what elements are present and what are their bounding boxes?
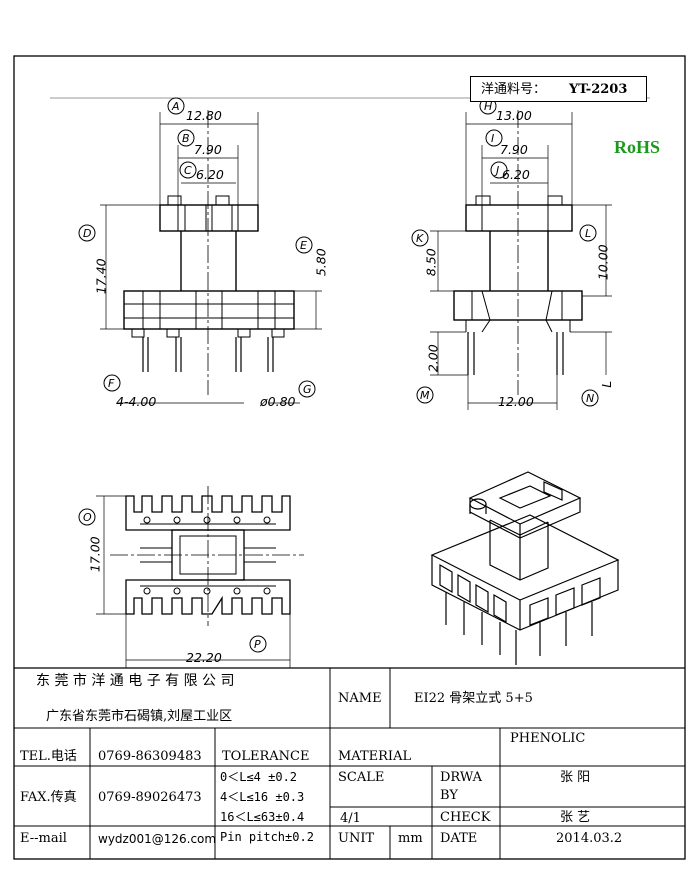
dim-b: 7.90 xyxy=(194,142,222,157)
email-value: wydz001@126.com xyxy=(98,832,217,846)
dim-i: 7.90 xyxy=(500,142,528,157)
part-number-label: 洋通料号： xyxy=(481,82,547,97)
dim-h: 13.00 xyxy=(496,108,532,123)
label-n: N xyxy=(586,392,595,405)
label-g: G xyxy=(303,383,312,396)
dim-c: 6.20 xyxy=(196,167,224,182)
label-e: E xyxy=(300,239,307,252)
tolerance-1: 0＜L≤4 ±0.2 xyxy=(220,770,298,784)
email-label: E--mail xyxy=(20,831,67,846)
check-label: CHECK xyxy=(440,810,491,825)
label-o: O xyxy=(83,511,92,524)
unit-value: mm xyxy=(398,831,423,846)
dim-f: 4-4.00 xyxy=(116,394,157,409)
tolerance-4: Pin pitch±0.2 xyxy=(220,830,314,844)
label-m: M xyxy=(420,389,430,402)
part-number-value: YT-2203 xyxy=(569,82,628,97)
label-b: B xyxy=(182,132,190,145)
bottom-view xyxy=(78,486,304,668)
scale-value: 4/1 xyxy=(340,811,361,826)
tolerance-2: 4＜L≤16 ±0.3 xyxy=(220,790,305,804)
tolerance-3: 16＜L≤63±0.4 xyxy=(220,810,305,824)
rohs-mark: RoHS xyxy=(614,137,661,157)
label-k: K xyxy=(416,232,424,245)
unit-label: UNIT xyxy=(338,831,375,846)
material-value: PHENOLIC xyxy=(510,731,586,746)
company-name: 东 莞 市 洋 通 电 子 有 限 公 司 xyxy=(36,673,235,689)
label-j: J xyxy=(496,164,500,177)
dim-p: 22.20 xyxy=(186,650,222,665)
dim-d: 17.40 xyxy=(93,258,109,295)
date-label: DATE xyxy=(440,831,478,846)
label-l: L xyxy=(585,227,592,240)
tel-value: 0769-86309483 xyxy=(98,749,202,764)
material-label: MATERIAL xyxy=(338,749,412,764)
tolerance-label: TOLERANCE xyxy=(222,749,310,764)
fax-label: FAX.传真 xyxy=(20,790,77,805)
name-value: EI22 骨架立式 5+5 xyxy=(414,691,533,706)
check-value: 张 艺 xyxy=(560,810,591,825)
dim-o: 17.00 xyxy=(87,536,103,573)
label-f: F xyxy=(108,377,115,390)
title-block-grid xyxy=(14,667,685,859)
dim-a: 12.80 xyxy=(186,108,222,123)
dim-k: 8.50 xyxy=(423,248,439,277)
dim-l: 10.00 xyxy=(595,244,611,281)
dim-nl: L xyxy=(599,380,615,388)
company-address: 广东省东莞市石碣镇,刘屋工业区 xyxy=(46,709,233,724)
label-i: I xyxy=(491,132,495,145)
side-view xyxy=(411,97,612,410)
sheet-border xyxy=(13,55,686,860)
dim-j: 6.20 xyxy=(502,167,530,182)
dim-m: 2.00 xyxy=(425,344,441,373)
label-c: C xyxy=(184,164,192,177)
label-p: P xyxy=(254,638,261,651)
dim-e: 5.80 xyxy=(313,248,329,277)
fax-value: 0769-89026473 xyxy=(98,790,202,805)
drawn-value: 张 阳 xyxy=(560,770,591,785)
dim-g: ø0.80 xyxy=(260,394,296,409)
name-label: NAME xyxy=(338,691,382,706)
tel-label: TEL.电话 xyxy=(20,749,77,764)
drawn-label-1: DRWA xyxy=(440,770,483,785)
drawn-label-2: BY xyxy=(440,788,458,803)
scale-label: SCALE xyxy=(338,770,385,785)
label-h: H xyxy=(484,100,493,113)
label-d: D xyxy=(83,227,92,240)
isometric-view xyxy=(430,471,620,665)
part-number-box: 洋通料号： YT-2203 xyxy=(470,76,647,102)
label-a: A xyxy=(172,100,180,113)
date-value: 2014.03.2 xyxy=(556,831,623,846)
dim-n: 12.00 xyxy=(498,394,534,409)
front-view xyxy=(78,97,322,404)
